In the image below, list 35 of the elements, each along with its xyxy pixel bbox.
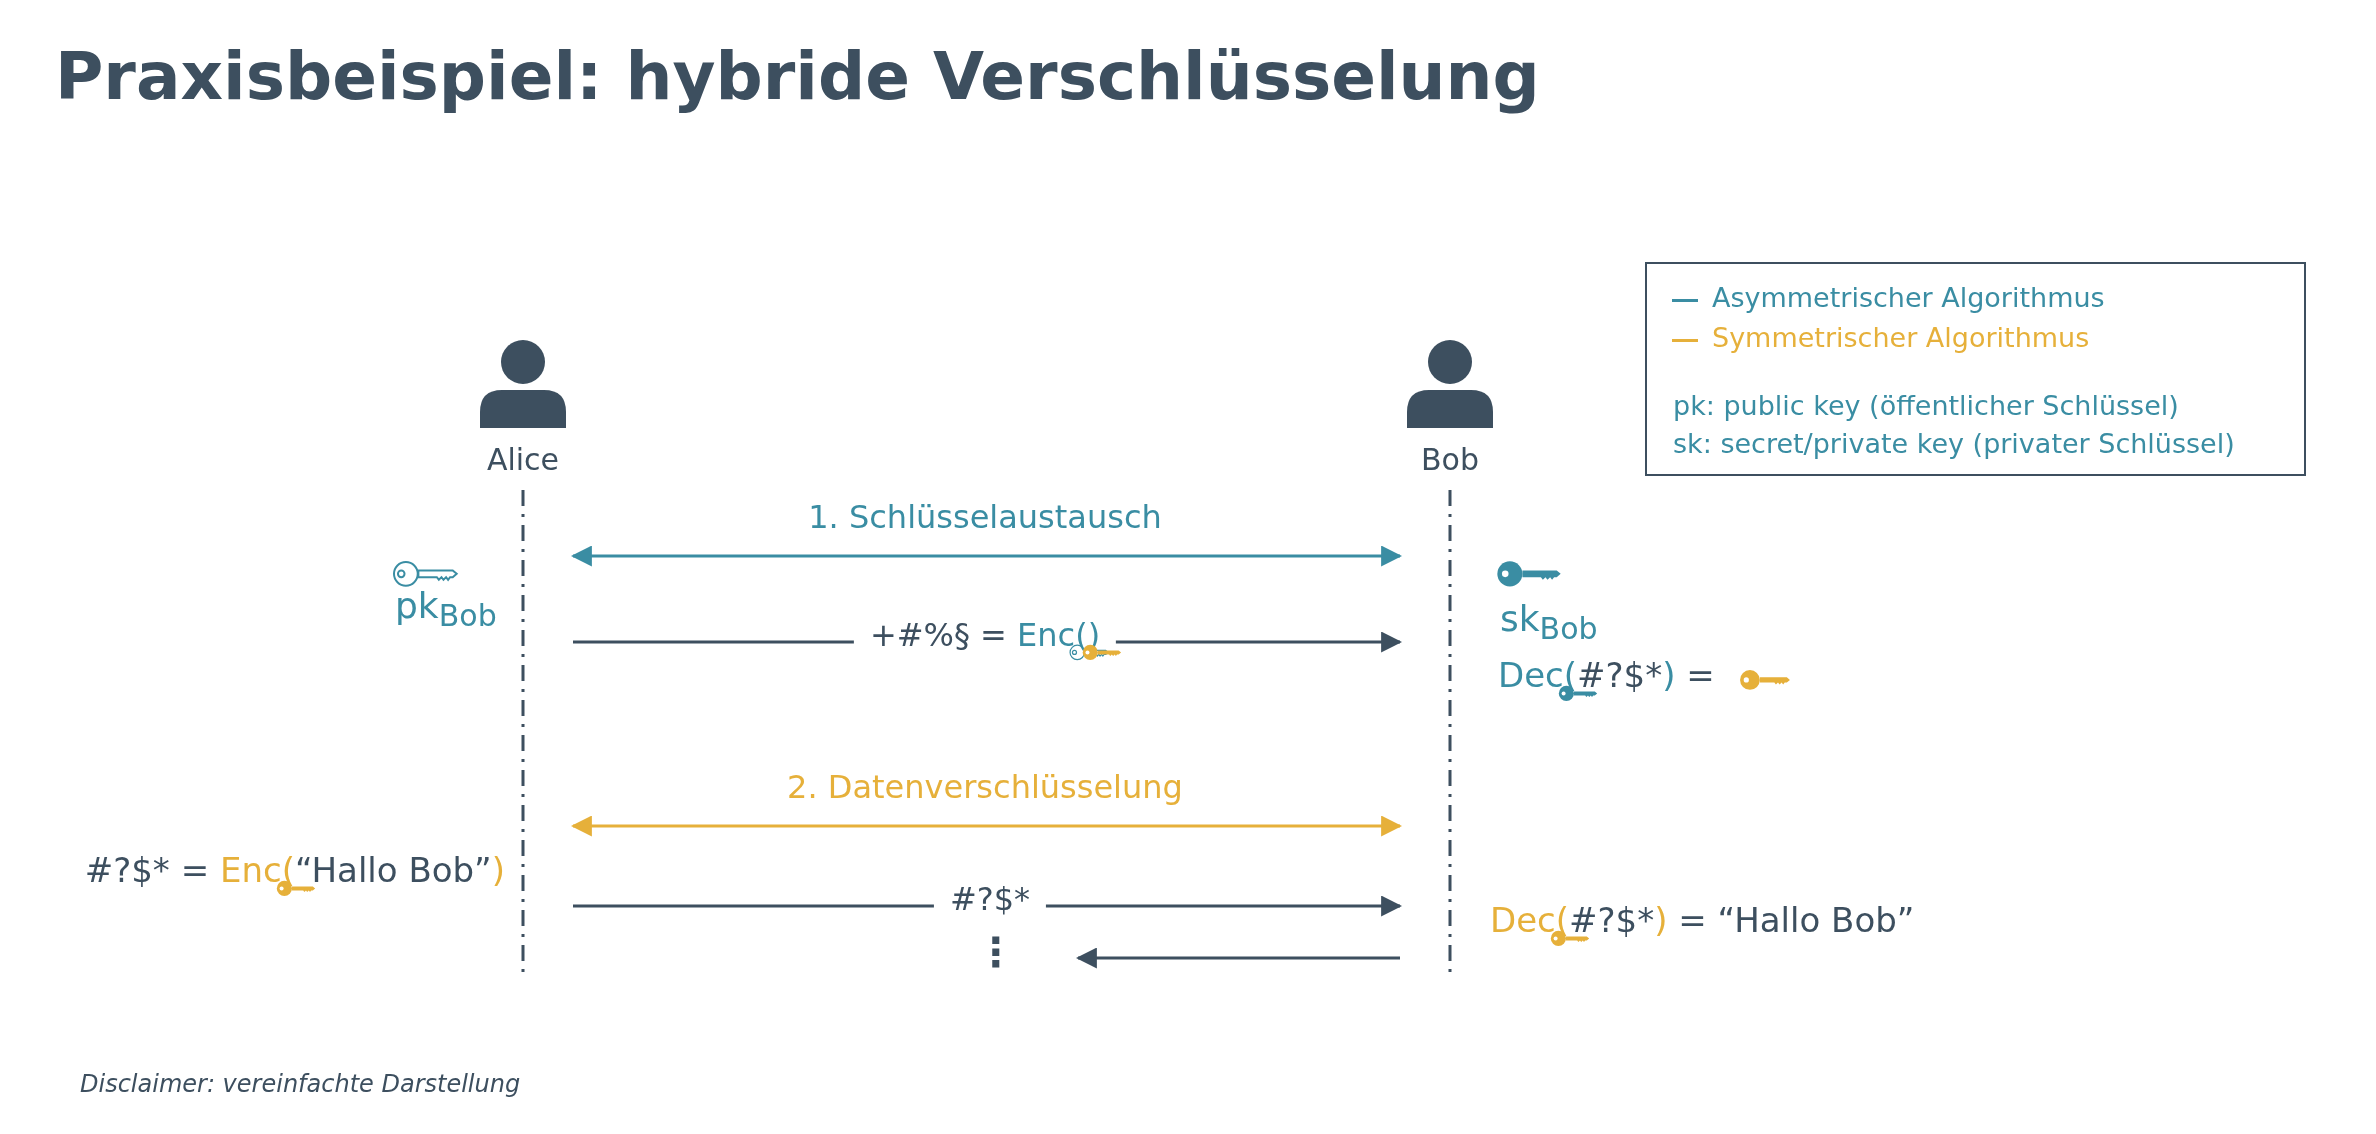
legend-note: pk: public key (öffentlicher Schlüssel) <box>1673 390 2179 421</box>
formula-text: ) <box>1654 900 1668 940</box>
participant-name: Bob <box>1420 442 1480 477</box>
edge-label: #?$* <box>949 880 1031 918</box>
ellipsis-mark: ⋮ <box>976 930 1016 974</box>
formula-text: +#%§ = <box>869 616 1008 654</box>
formula-text: #?$* <box>1569 900 1655 940</box>
key-label: sk$_{Bob}$ <box>1500 598 1598 647</box>
legend-label: Symmetrischer Algorithmus <box>1712 322 2090 353</box>
formula-text: ( <box>1075 616 1088 654</box>
slide-title: Praxisbeispiel: hybride Verschlüsselung <box>55 38 1540 115</box>
arrow <box>570 815 1403 837</box>
key-label: pk$_{Bob}$ <box>395 585 497 634</box>
formula-text: = “Hallo Bob” <box>1677 900 1915 940</box>
participant-name: Alice <box>485 442 561 477</box>
formula-text: “Hallo Bob” <box>294 850 492 890</box>
formula-text: ( <box>1555 900 1570 940</box>
edge-label: 1. Schlüsselaustausch <box>808 498 1162 536</box>
formula-text: #?$* <box>1577 655 1663 695</box>
formula-text: ) <box>1662 655 1676 695</box>
formula-text: ) <box>491 850 505 890</box>
legend-note: sk: secret/private key (privater Schlüssel) <box>1673 428 2235 459</box>
formula-text: ( <box>281 850 295 890</box>
formula-text: Enc <box>219 850 282 890</box>
formula-text: Dec <box>1490 900 1556 940</box>
formula-text: Enc <box>1017 616 1076 654</box>
formula-text: #?$* = <box>84 850 211 890</box>
legend-label: Asymmetrischer Algorithmus <box>1712 282 2105 313</box>
disclaimer-note: Disclaimer: vereinfachte Darstellung <box>80 1070 521 1098</box>
edge-label: 2. Datenverschlüsselung <box>787 768 1183 806</box>
formula-text: ( <box>1563 655 1578 695</box>
arrow <box>570 545 1403 567</box>
arrow <box>1075 947 1400 969</box>
formula-text: = <box>1685 655 1715 695</box>
formula-text: Dec <box>1498 655 1564 695</box>
